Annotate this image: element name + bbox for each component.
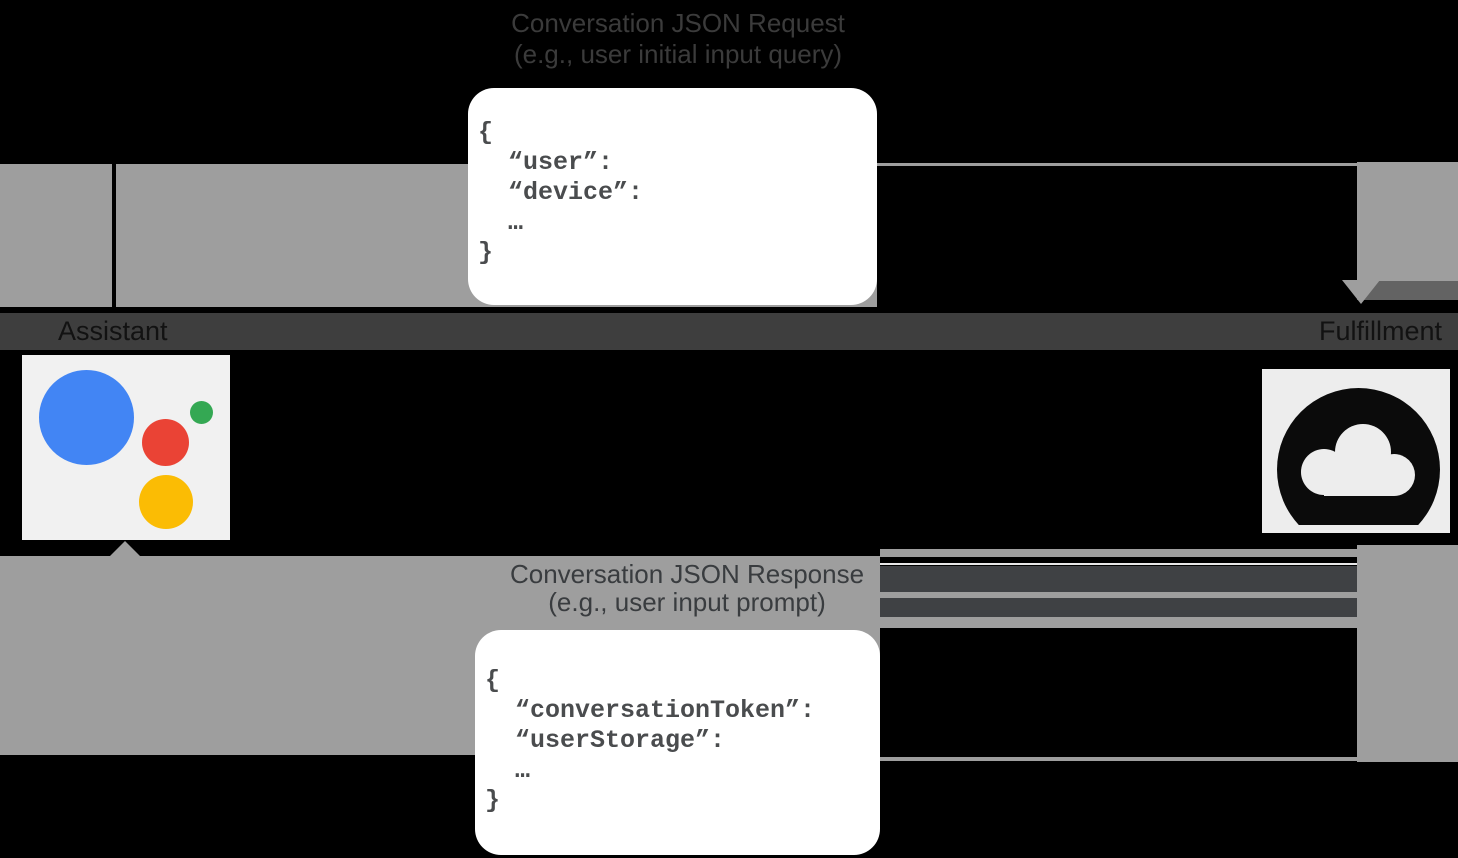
request-arrowhead-down-icon: [1342, 280, 1380, 304]
assistant-yellow-circle: [139, 475, 193, 529]
streak-line: [880, 549, 1357, 557]
assistant-card: [22, 355, 230, 540]
code-line: …: [478, 208, 524, 237]
response-pipe-vertical: [1357, 545, 1458, 762]
code-line: …: [485, 756, 531, 785]
code-line: }: [478, 238, 494, 267]
code-line: “userStorage”:: [485, 726, 726, 755]
assistant-green-circle: [190, 401, 213, 424]
fulfillment-card: [1262, 369, 1450, 533]
response-json-card: { “conversationToken”: “userStorage”: … …: [475, 630, 880, 855]
response-label-line2: (e.g., user input prompt): [548, 587, 826, 617]
code-line: {: [485, 666, 501, 695]
streak-line: [880, 563, 1357, 565]
fulfillment-label: Fulfillment: [1318, 316, 1442, 346]
streak-line: [880, 617, 1357, 628]
request-label-line2: (e.g., user initial input query): [513, 39, 843, 69]
assistant-label: Assistant: [58, 316, 168, 346]
code-line: “user”:: [478, 148, 614, 177]
request-pipe-fade: [1357, 281, 1458, 300]
request-label-line1: Conversation JSON Request: [511, 8, 845, 38]
request-flow-label: Conversation JSON Request (e.g., user in…: [468, 8, 888, 70]
request-pipe-vertical: [1357, 162, 1458, 281]
code-line: “device”:: [478, 178, 644, 207]
code-line: }: [485, 786, 501, 815]
assistant-blue-circle: [39, 370, 134, 465]
code-line: {: [478, 118, 494, 147]
cloud-icon: [1277, 388, 1440, 525]
request-pipe-top-edge-line: [877, 163, 1458, 166]
response-arrowhead-up-icon: [108, 541, 142, 558]
code-line: “conversationToken”:: [485, 696, 816, 725]
request-pipe-gap: [112, 164, 116, 307]
streak-line: [880, 592, 1357, 598]
request-json-card: { “user”: “device”: … }: [468, 88, 877, 305]
response-flow-label: Conversation JSON Response (e.g., user i…: [477, 560, 897, 616]
divider-stripe: [0, 313, 1458, 350]
assistant-red-circle: [142, 419, 189, 466]
response-pipe-bottom-edge-line: [880, 757, 1458, 761]
response-label-line1: Conversation JSON Response: [509, 559, 865, 589]
